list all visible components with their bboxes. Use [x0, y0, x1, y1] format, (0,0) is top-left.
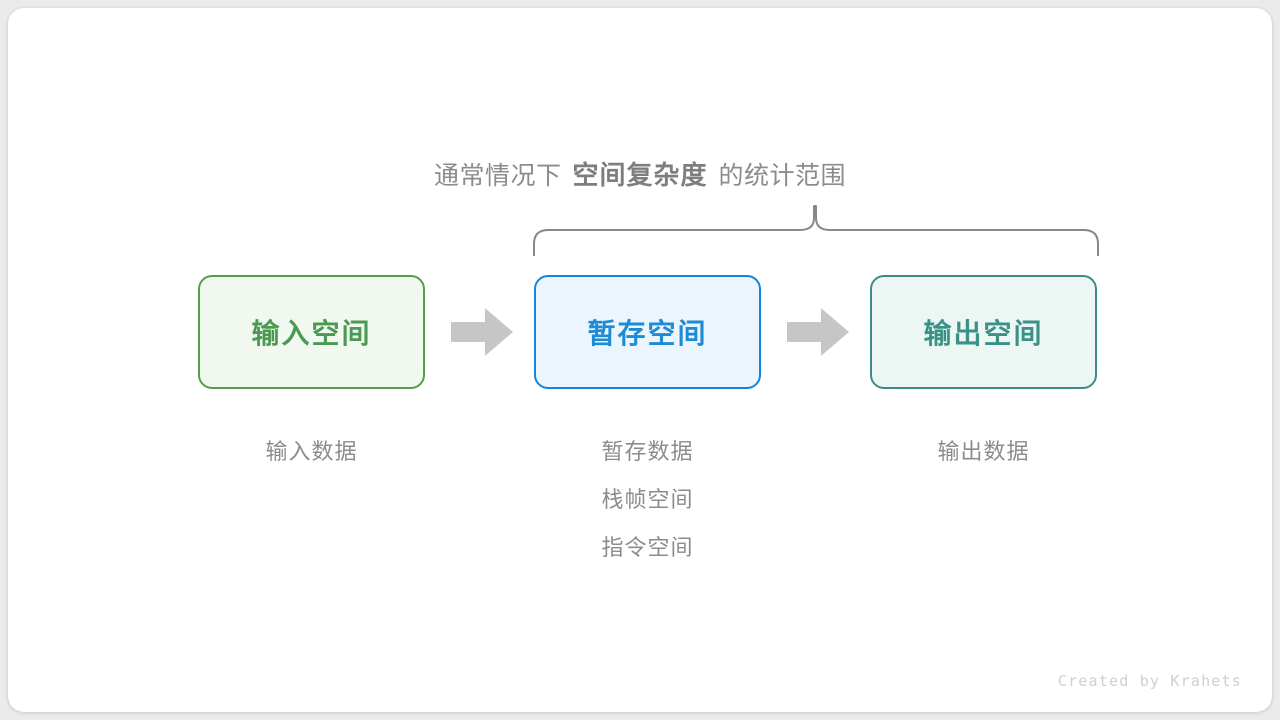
sublabel-item: 输入数据: [265, 439, 358, 464]
sublabel-item: 暂存数据: [601, 439, 694, 464]
sublabels-output-space: 输出数据: [870, 428, 1097, 476]
box-temp-space-label: 暂存空间: [587, 318, 708, 349]
curly-brace-top: [526, 204, 1106, 256]
sublabel-item: 栈帧空间: [601, 487, 694, 512]
caption-emphasis: 空间复杂度: [572, 160, 708, 190]
caption-suffix: 的统计范围: [718, 162, 847, 190]
sublabels-input-space: 输入数据: [198, 428, 425, 476]
sublabels-temp-space: 暂存数据 栈帧空间 指令空间: [534, 428, 761, 572]
arrow-right-icon-2: [787, 308, 849, 356]
box-input-space: 输入空间: [198, 275, 425, 389]
brace-caption: 通常情况下空间复杂度的统计范围: [8, 158, 1272, 193]
box-temp-space: 暂存空间: [534, 275, 761, 389]
sublabel-item: 输出数据: [937, 439, 1030, 464]
sublabel-item: 指令空间: [601, 535, 694, 560]
diagram-card: 通常情况下空间复杂度的统计范围 输入空间 暂存空间 输出空间 输入数据 暂存数据…: [8, 8, 1272, 712]
box-output-space: 输出空间: [870, 275, 1097, 389]
caption-prefix: 通常情况下: [433, 162, 562, 190]
arrow-right-icon-1: [451, 308, 513, 356]
box-output-space-label: 输出空间: [923, 318, 1044, 349]
box-input-space-label: 输入空间: [251, 318, 372, 349]
footer-credit: Created by Krahets: [1057, 672, 1242, 690]
